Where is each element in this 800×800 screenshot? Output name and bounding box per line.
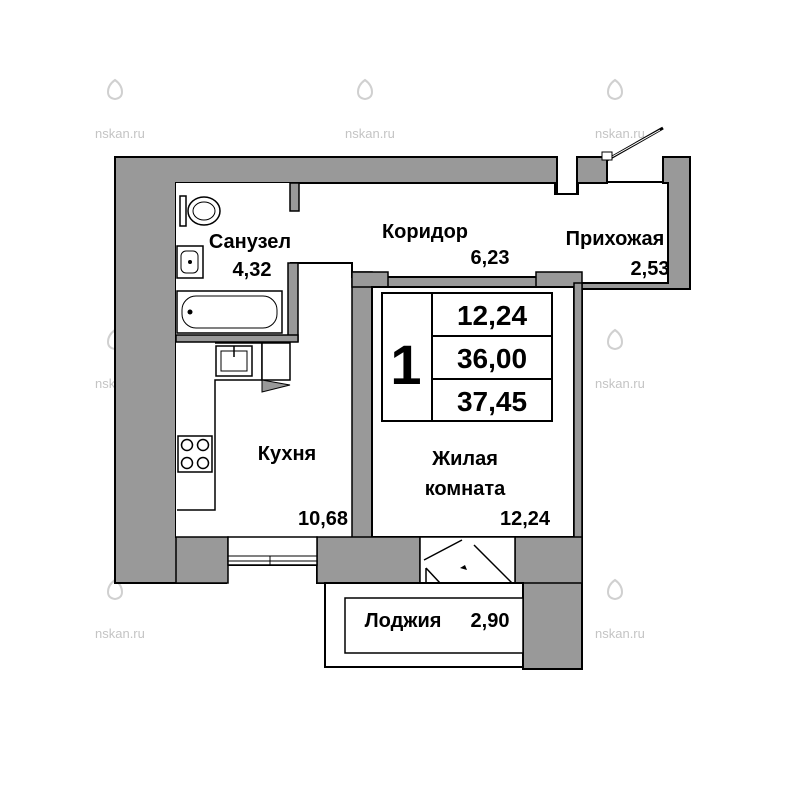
watermark-text: nskan.ru [595,626,645,641]
entrance-door [601,126,664,162]
watermark: nskan.ru [595,78,645,141]
kitchen-counter [177,342,263,511]
watermark: nskan.ru [595,578,645,641]
bottom-wall-right [514,536,583,584]
watermark: nskan.ru [95,78,145,141]
watermark: nskan.ru [595,328,645,391]
loggia-inner [344,597,524,654]
watermark-text: nskan.ru [595,376,645,391]
bath-wall-right [287,262,299,342]
watermark-text: nskan.ru [595,126,645,141]
stove-icon [177,435,213,473]
kitchen-sink-icon [215,345,253,377]
summary-table: 1 12,24 36,00 37,45 [381,292,553,422]
living-name-line2: комната [425,478,506,500]
watermark-text: nskan.ru [95,626,145,641]
living-name-line1: Жилая [431,448,498,470]
watermark-text: nskan.ru [95,126,145,141]
watermark: nskan.ru [345,78,395,141]
living-top-wall-left [351,271,389,288]
sink-icon [176,245,204,279]
bath-kitchen-wall [175,334,299,343]
hallway-area: 2,53 [631,258,670,280]
loggia-area: 2,90 [471,610,510,632]
hallway-name: Прихожая [566,228,665,250]
balcony-door [419,536,516,584]
kitchen-name: Кухня [258,443,316,465]
kitchen-living-wall [351,271,373,539]
watermark: nskan.ru [95,578,145,641]
watermark-logo-icon [606,78,624,101]
bath-wall-top [289,182,300,212]
corridor-area: 6,23 [471,247,510,269]
corridor-name: Коридор [382,221,468,243]
ventilation-shaft [261,342,291,393]
bottom-wall-kitchen [175,536,229,584]
toilet-icon [179,195,221,227]
living-area-value: 12,24 [457,300,527,331]
watermark-logo-icon [606,578,624,601]
living-area: 12,24 [500,508,551,530]
watermark-logo-icon [606,328,624,351]
bathroom-name: Санузел [209,231,291,253]
rooms-count: 1 [390,333,421,396]
bathtub-icon [176,290,283,334]
bottom-wall-mid [316,536,421,584]
bathroom-area: 4,32 [233,259,272,281]
living-right-wall [573,282,583,540]
kitchen-window [227,536,318,566]
loggia-name: Лоджия [365,610,442,632]
watermark-logo-icon [106,578,124,601]
total-area-value: 36,00 [457,343,527,374]
watermark-text: nskan.ru [345,126,395,141]
kitchen-area: 10,68 [298,508,348,530]
total-with-loggia-value: 37,45 [457,386,527,417]
watermark-logo-icon [106,78,124,101]
watermark-logo-icon [356,78,374,101]
